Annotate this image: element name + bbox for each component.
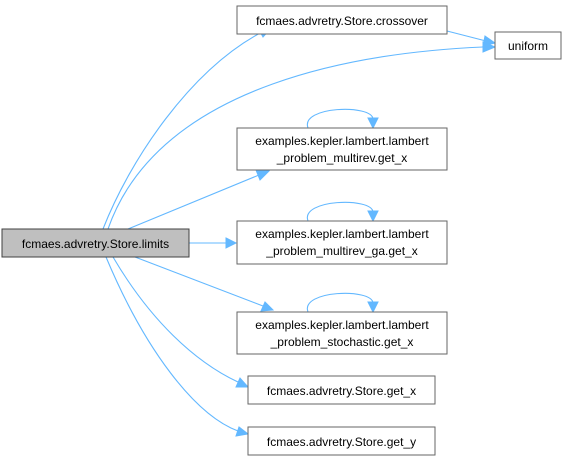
edge-root-to-store-get-y bbox=[105, 256, 250, 437]
node-multirev-ga-get-x[interactable]: examples.kepler.lambert.lambert _problem… bbox=[236, 220, 448, 265]
node-multirev-ga-get-x-label-1: examples.kepler.lambert.lambert bbox=[255, 227, 429, 241]
node-store-get-x-label: fcmaes.advretry.Store.get_x bbox=[267, 384, 416, 398]
edge-root-to-multirev-get-x bbox=[127, 169, 271, 230]
node-root-label: fcmaes.advretry.Store.limits bbox=[22, 237, 169, 251]
edge-multirev-ga-get-x-self-loop bbox=[307, 201, 379, 223]
node-uniform[interactable]: uniform bbox=[494, 31, 562, 60]
edge-root-to-multirev-ga-get-x bbox=[189, 237, 238, 249]
node-multirev-get-x-label-2: _problem_multirev.get_x bbox=[276, 151, 408, 165]
node-store-get-y-label: fcmaes.advretry.Store.get_y bbox=[267, 435, 416, 449]
node-stochastic-get-x-label-1: examples.kepler.lambert.lambert bbox=[255, 318, 429, 332]
node-store-get-y[interactable]: fcmaes.advretry.Store.get_y bbox=[247, 426, 436, 456]
edge-multirev-get-x-self-loop bbox=[307, 108, 379, 130]
node-root[interactable]: fcmaes.advretry.Store.limits bbox=[1, 228, 190, 258]
edge-root-to-uniform bbox=[107, 41, 497, 230]
node-stochastic-get-x[interactable]: examples.kepler.lambert.lambert _problem… bbox=[236, 311, 448, 355]
node-stochastic-get-x-label-2: _problem_stochastic.get_x bbox=[270, 335, 414, 349]
node-crossover-label: fcmaes.advretry.Store.crossover bbox=[256, 14, 428, 28]
node-multirev-ga-get-x-label-2: _problem_multirev_ga.get_x bbox=[265, 244, 417, 258]
edge-stochastic-get-x-self-loop bbox=[307, 292, 379, 314]
node-multirev-get-x[interactable]: examples.kepler.lambert.lambert _problem… bbox=[236, 127, 448, 171]
node-store-get-x[interactable]: fcmaes.advretry.Store.get_x bbox=[247, 375, 436, 405]
edge-root-to-stochastic-get-x bbox=[134, 256, 275, 312]
node-multirev-get-x-label-1: examples.kepler.lambert.lambert bbox=[255, 134, 429, 148]
node-uniform-label: uniform bbox=[508, 39, 548, 53]
node-crossover[interactable]: fcmaes.advretry.Store.crossover bbox=[236, 5, 448, 35]
edge-root-to-store-get-x bbox=[112, 256, 250, 388]
